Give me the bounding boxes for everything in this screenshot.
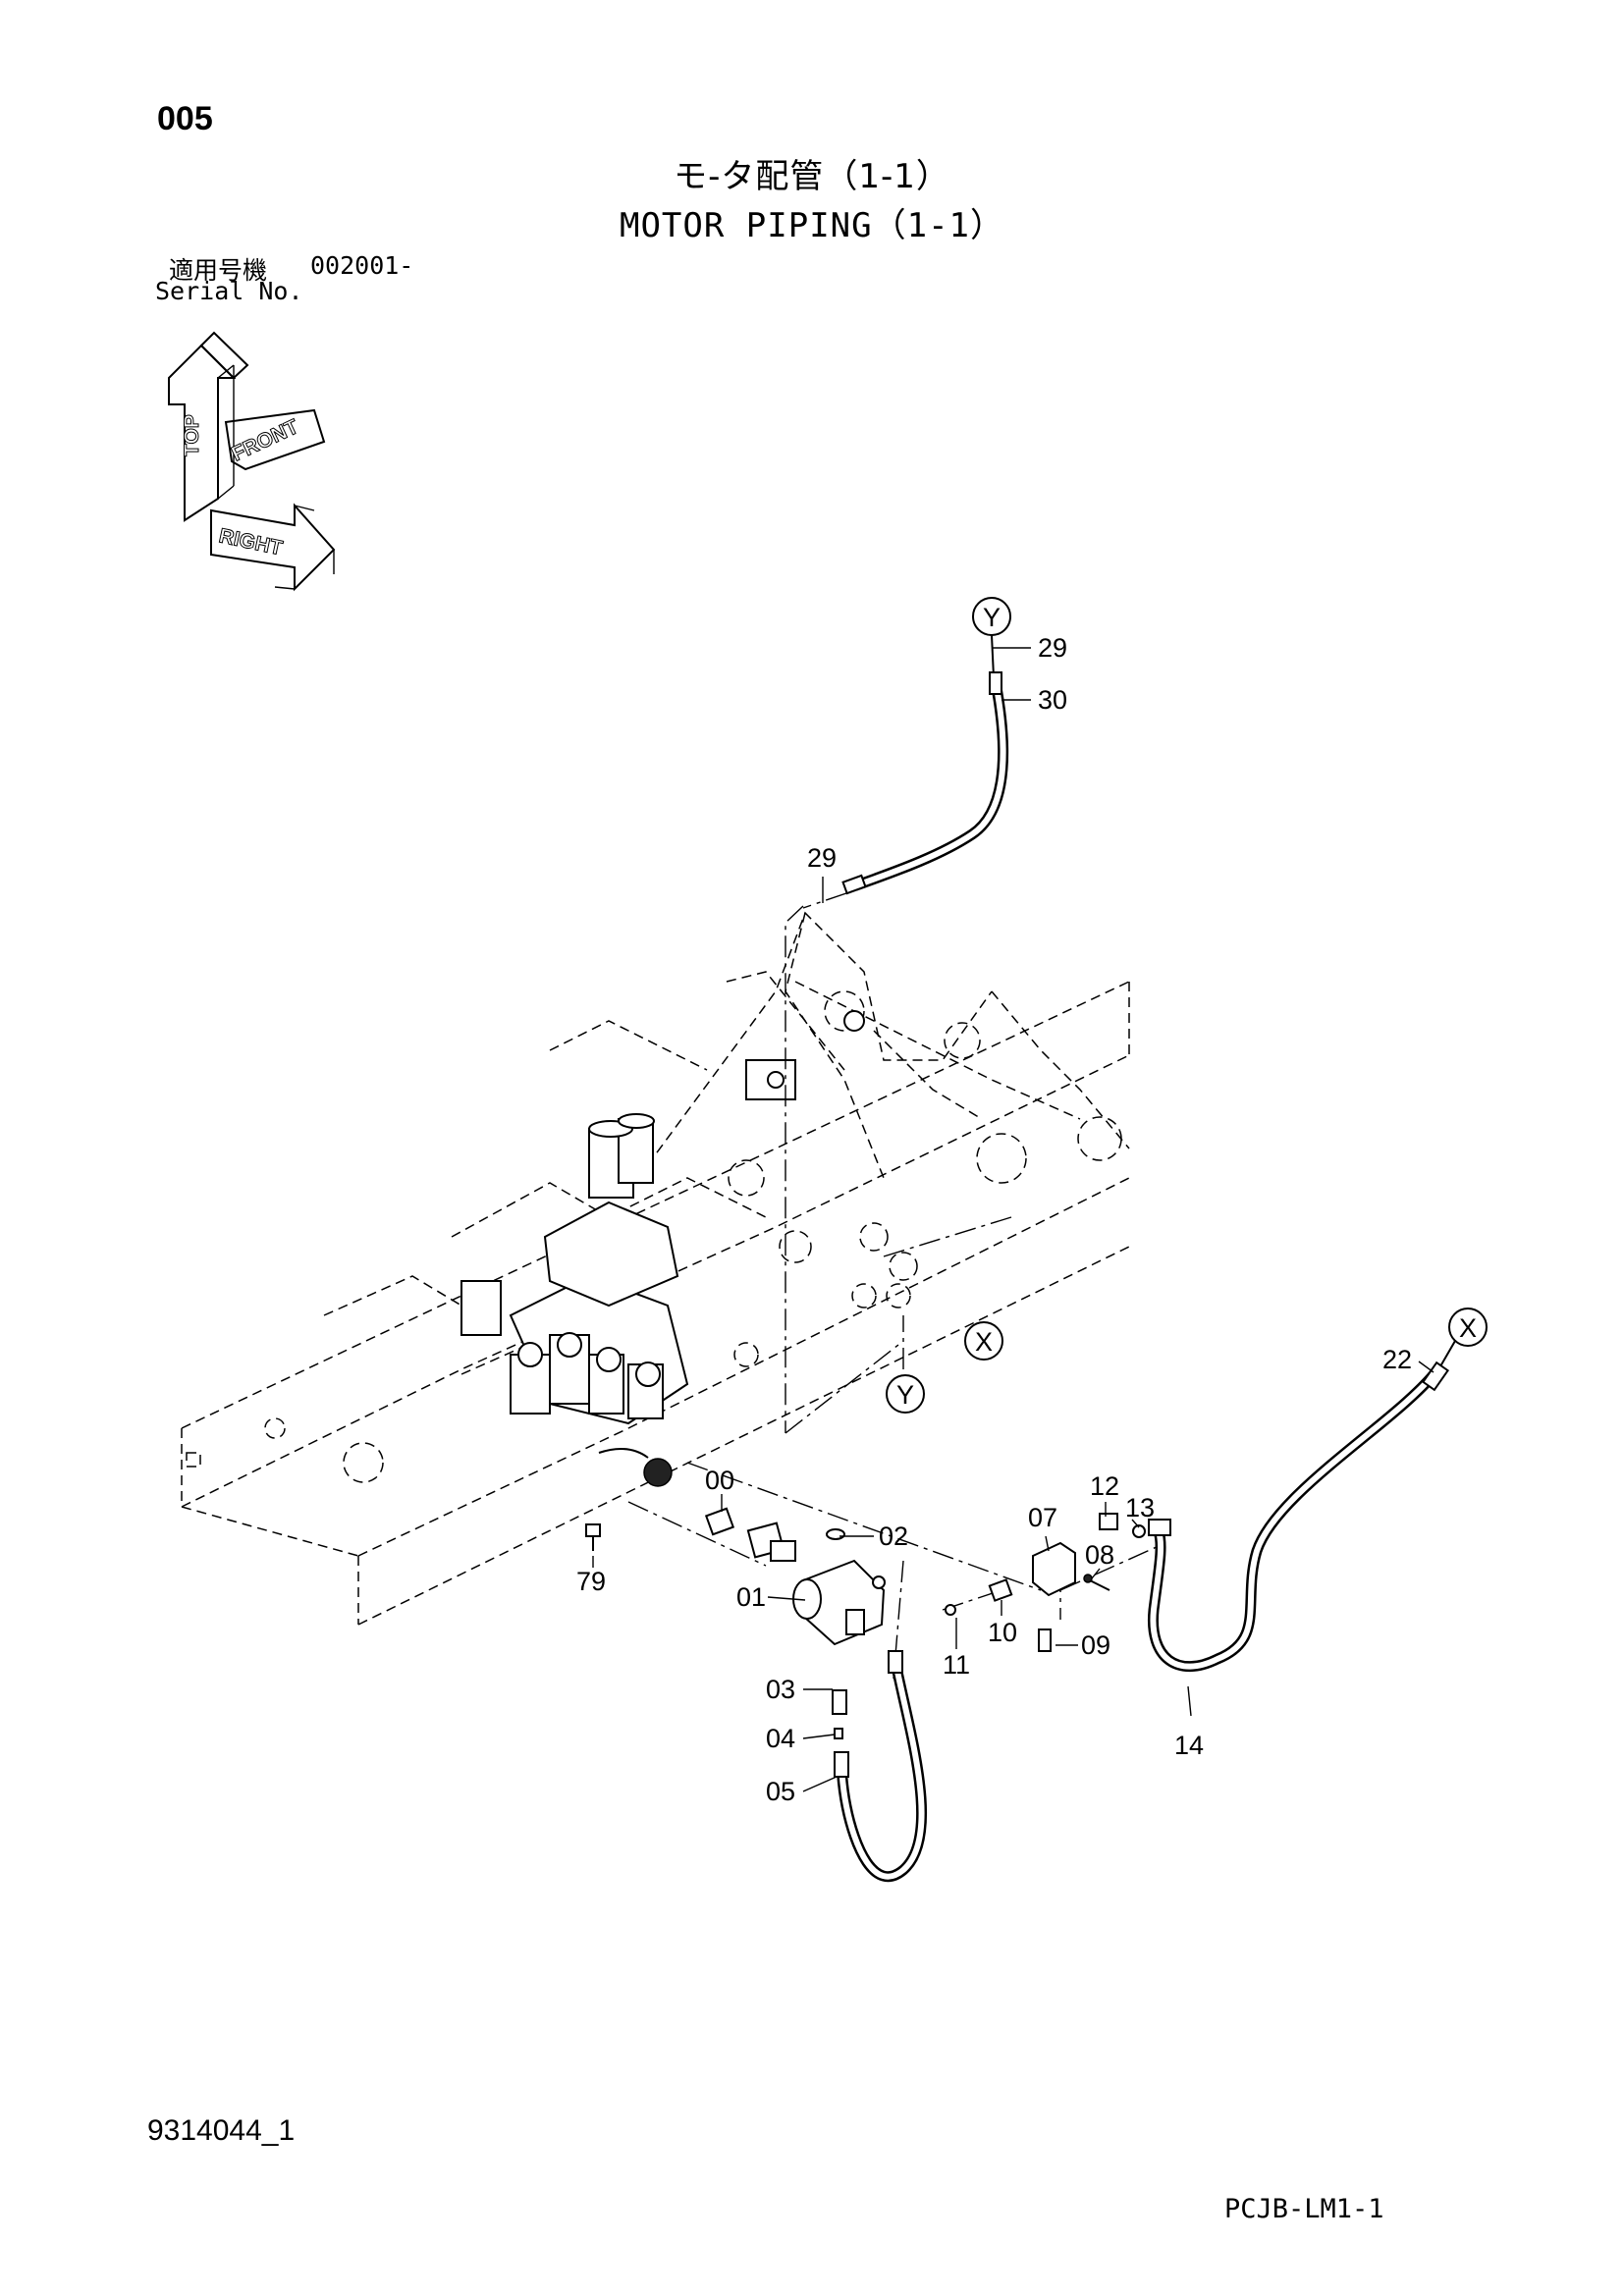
small-parts (585, 1507, 1146, 1739)
callout-09: 09 (1081, 1630, 1110, 1660)
marker-x-label: X (975, 1327, 993, 1357)
callout-22: 22 (1382, 1345, 1412, 1374)
callout-11: 11 (943, 1650, 970, 1680)
callout-03: 03 (766, 1675, 795, 1704)
machine-frame (181, 911, 1130, 1626)
callout-30: 30 (1038, 685, 1067, 715)
serial-label-japanese: 適用号機 (169, 256, 268, 285)
callout-04: 04 (766, 1724, 795, 1753)
page-number: 005 (157, 100, 213, 137)
marker-x-label: X (1459, 1313, 1477, 1343)
orientation-indicator: TOP FRONT RIGHT (168, 331, 336, 592)
callout-02: 02 (879, 1522, 908, 1551)
callout-12: 12 (1090, 1471, 1119, 1501)
callout-14: 14 (1174, 1731, 1204, 1760)
document-id: 9314044_1 (147, 2114, 296, 2147)
orientation-right-label: RIGHT (217, 524, 285, 560)
reference-marker-y-frame: Y (886, 1374, 925, 1414)
reference-marker-y-top: Y (972, 597, 1011, 636)
callout-08: 08 (1085, 1540, 1114, 1570)
reference-marker-x-hose: X (1448, 1308, 1488, 1347)
orientation-front-label: FRONT (228, 415, 301, 465)
page-title: MOTOR PIPING（1-1） (619, 206, 1005, 245)
callout-00: 00 (705, 1466, 734, 1495)
page-code: PCJB-LM1-1 (1224, 2194, 1384, 2224)
marker-y-label: Y (896, 1380, 914, 1410)
right-hose-assembly (1147, 1340, 1456, 1673)
callout-29: 29 (1038, 633, 1067, 663)
callout-leaders (592, 647, 1435, 1792)
callout-13: 13 (1125, 1493, 1155, 1522)
callout-10: 10 (988, 1618, 1017, 1647)
marker-y-label: Y (983, 603, 1001, 632)
reference-centerlines (627, 905, 1160, 1680)
callout-79: 79 (576, 1567, 606, 1596)
serial-number-range: 002001- (310, 251, 414, 280)
callout-29: 29 (807, 843, 837, 873)
callout-labels: 29 30 29 22 00 02 01 79 03 04 05 07 12 1… (576, 633, 1412, 1806)
reference-marker-x-frame: X (964, 1321, 1003, 1361)
control-valve-assembly (460, 1010, 865, 1487)
lower-hose-assembly (834, 1650, 927, 1883)
callout-01: 01 (736, 1582, 766, 1612)
serial-label: Serial No. (155, 277, 303, 305)
orientation-top-label: TOP (181, 414, 203, 456)
page-title-japanese: モ-タ配管（1-1） (674, 157, 950, 196)
callout-07: 07 (1028, 1503, 1057, 1532)
upper-hose-assembly (802, 634, 1008, 909)
callout-05: 05 (766, 1777, 795, 1806)
